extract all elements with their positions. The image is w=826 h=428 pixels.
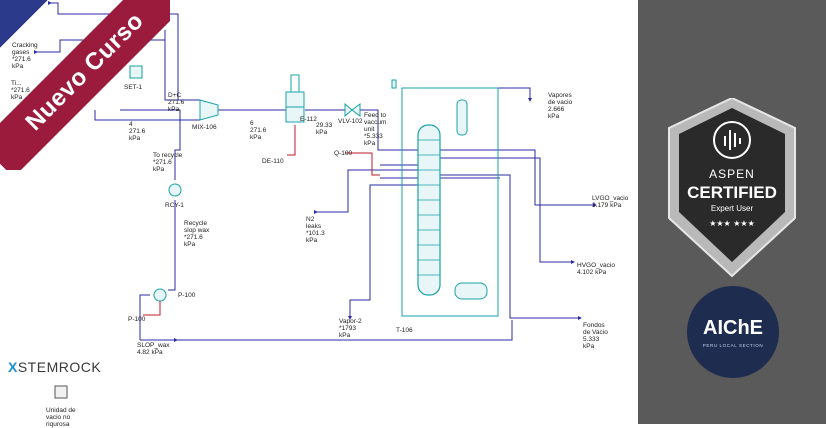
stream-label: LVGO_vacio 3.179 kPa: [592, 195, 629, 209]
stream-p100-out: [139, 294, 150, 340]
nuevo-curso-banner: Nuevo Curso: [0, 0, 170, 170]
badge-expert: Expert User: [711, 204, 754, 213]
stream-slop-wax: [140, 320, 513, 341]
aspen-logo-icon: [713, 121, 751, 159]
aiche-logo: AIChE PERU LOCAL SECTION: [687, 286, 779, 378]
mix-106: [199, 99, 219, 121]
aspen-certified-badge: ASPEN CERTIFIED Expert User ★★★ ★★★: [668, 98, 796, 278]
stream-label: P-100: [178, 292, 196, 299]
stream-recycle-slop: [168, 200, 176, 291]
stream-label: Fondos de Vacio 5.333 kPa: [583, 322, 608, 350]
stream-label: 29.33 kPa: [316, 122, 333, 136]
stream-label: SLOP_wax 4.82 kPa: [137, 342, 170, 356]
stream-label: N2 leaks *101.3 kPa: [306, 216, 325, 244]
energy-de110: [287, 125, 296, 156]
stream-label: Recycle slop wax *271.6 kPa: [184, 220, 210, 248]
badge-certified: CERTIFIED: [687, 183, 777, 202]
stream-label: Q-100: [334, 150, 353, 157]
stream-hvgo: [440, 157, 573, 263]
stream-label: Unidad de vacio no riqurosa: [46, 407, 76, 428]
vlv-102: [344, 102, 353, 118]
stream-label: VLV-102: [338, 118, 363, 125]
stream-feed-vac: [360, 109, 430, 151]
banner-wrap: Nuevo Curso: [0, 0, 170, 170]
stream-lvgo: [440, 149, 595, 206]
stemrock-logo: XSTEMROCK: [8, 359, 102, 375]
stream-label: Feed to vaccum unit *5.333 kPa: [364, 112, 387, 147]
stream-label: RCY-1: [165, 202, 184, 209]
condenser-drum: [456, 99, 468, 136]
column-t106: [417, 124, 441, 296]
stream-label: 6 271.6 kPa: [250, 120, 267, 141]
stream-label: Vapor-2 *1793 kPa: [339, 318, 362, 339]
stream-label: HVGO_vacio 4.102 kPa: [577, 262, 615, 276]
stream-label: Vapores de vacio 2.666 kPa: [548, 92, 573, 120]
side-panel: ASPEN CERTIFIED Expert User ★★★ ★★★ AICh…: [638, 0, 826, 424]
stream-vapor2: [349, 184, 430, 318]
badge-stars: ★★★ ★★★: [709, 219, 755, 228]
column-frame: [401, 87, 499, 317]
stream-vapores: [460, 87, 531, 100]
rcy-1: [168, 183, 182, 197]
energy-p100: [143, 300, 161, 316]
unit-icon: [54, 385, 68, 399]
banner-text: Nuevo Curso: [20, 7, 149, 136]
stream-n2: [316, 169, 430, 213]
stream-label: E-112: [300, 116, 317, 123]
stream-label: DE-110: [262, 158, 284, 165]
stream-label: T-106: [396, 327, 413, 334]
pump-p100: [153, 288, 167, 302]
stream-label: P-100: [128, 316, 146, 323]
stream-label: MIX-106: [192, 124, 217, 131]
energy-q100: [345, 152, 380, 176]
reboiler: [454, 282, 488, 300]
badge-aspen: ASPEN: [709, 167, 755, 181]
flowsheet-diagram: [34, 0, 597, 399]
stream-label: D+C 271.6 kPa: [168, 92, 185, 113]
stream-fondos: [440, 174, 580, 319]
